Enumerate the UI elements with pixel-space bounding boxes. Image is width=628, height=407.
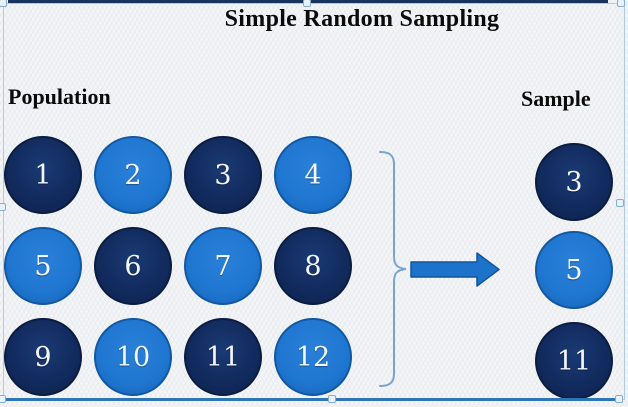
sample-circle: 3 xyxy=(535,143,613,221)
selection-handle-top-right[interactable] xyxy=(617,0,625,7)
bottom-border-rule xyxy=(2,398,622,401)
population-circle: 6 xyxy=(94,227,172,305)
population-label: Population xyxy=(8,84,111,109)
sample-circle: 11 xyxy=(535,322,613,400)
population-circle: 7 xyxy=(184,227,262,305)
selection-handle-bottom-center[interactable] xyxy=(328,395,336,403)
population-circle: 1 xyxy=(4,136,82,214)
population-circle: 12 xyxy=(274,318,352,396)
population-grid: 1 2 3 4 5 6 7 8 9 10 11 12 xyxy=(4,136,352,396)
population-circle: 4 xyxy=(274,136,352,214)
sample-label: Sample xyxy=(521,86,591,111)
sample-column: 3 5 11 xyxy=(535,143,613,400)
right-curly-brace-icon xyxy=(379,151,407,387)
population-circle: 5 xyxy=(4,227,82,305)
population-circle: 11 xyxy=(184,318,262,396)
selection-handle-bottom-right[interactable] xyxy=(615,395,623,403)
selection-handle-middle-right[interactable] xyxy=(616,199,624,207)
population-circle: 10 xyxy=(94,318,172,396)
population-circle: 8 xyxy=(274,227,352,305)
selection-handle-top-center[interactable] xyxy=(303,0,311,7)
population-circle: 3 xyxy=(184,136,262,214)
diagram-title: Simple Random Sampling xyxy=(224,6,500,32)
right-arrow-icon xyxy=(410,252,500,287)
population-circle: 9 xyxy=(4,318,82,396)
population-circle: 2 xyxy=(94,136,172,214)
sample-circle: 5 xyxy=(535,231,613,309)
selection-handle-bottom-left[interactable] xyxy=(0,395,6,403)
selection-handle-middle-left[interactable] xyxy=(0,203,6,211)
selection-handle-top-left[interactable] xyxy=(0,0,7,7)
